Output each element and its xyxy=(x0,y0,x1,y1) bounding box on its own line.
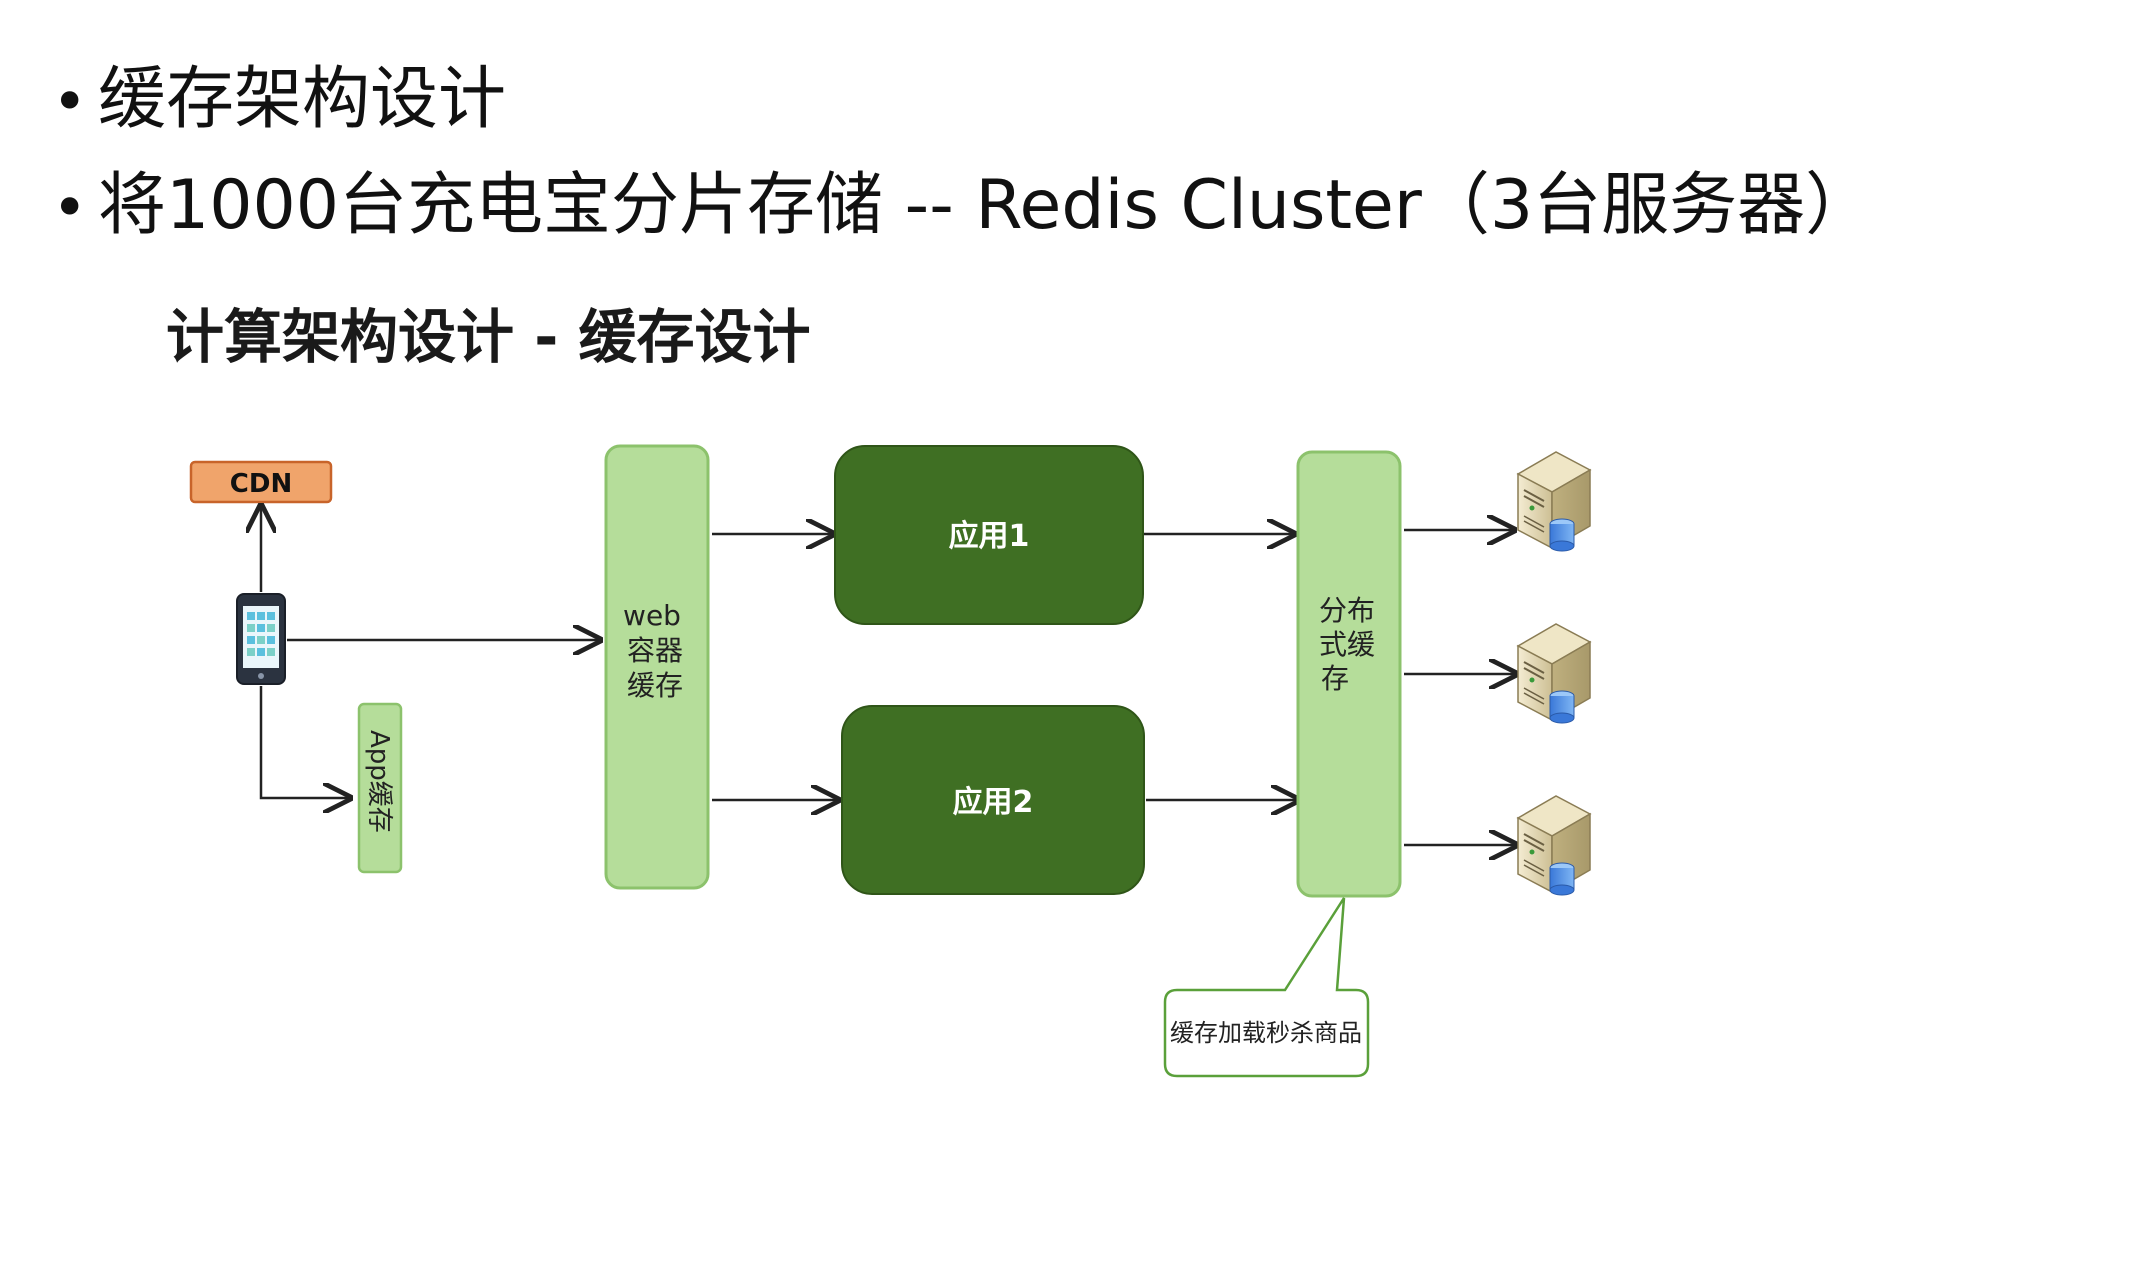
app-cache-label: App缓存 xyxy=(364,730,394,833)
diagram-title: 计算架构设计 - 缓存设计 xyxy=(166,303,811,371)
arrow-phone-to-app-cache xyxy=(259,686,350,798)
app2-node: 应用2 xyxy=(841,705,1145,895)
bullet-cache-architecture: •缓存架构设计 xyxy=(52,66,506,134)
database-server-icon xyxy=(1516,623,1592,724)
app2-label: 应用2 xyxy=(953,785,1034,820)
bullet-dot: • xyxy=(52,173,88,243)
bullet-text: 缓存架构设计 xyxy=(98,60,507,139)
database-server-icon xyxy=(1516,795,1592,896)
bullet-text: 将1000台充电宝分片存储 -- Redis Cluster（3台服务器） xyxy=(98,166,1874,245)
callout-label: 缓存加载秒杀商品 xyxy=(1170,1019,1362,1047)
bullet-redis-cluster: •将1000台充电宝分片存储 -- Redis Cluster（3台服务器） xyxy=(52,172,1873,240)
dist-cache-label-line2: 式缓 xyxy=(1319,628,1375,661)
distributed-cache-node: 分布 式缓 存 xyxy=(1296,450,1402,898)
dist-cache-label-line3: 存 xyxy=(1321,662,1349,695)
app1-node: 应用1 xyxy=(834,445,1144,625)
web-container-cache-node: web 容器 缓存 xyxy=(604,444,710,890)
app-cache-node: App缓存 xyxy=(357,702,403,874)
cdn-node: CDN xyxy=(189,460,333,504)
app1-label: 应用1 xyxy=(949,519,1030,554)
mobile-phone-icon xyxy=(236,593,286,685)
callout-cache-load-flash-sale: 缓存加载秒杀商品 xyxy=(1163,897,1370,1078)
cdn-label: CDN xyxy=(230,469,292,499)
bullet-dot: • xyxy=(52,67,88,137)
web-cache-label-line1: web xyxy=(623,599,681,632)
database-server-icon xyxy=(1516,451,1592,552)
web-cache-label-line2: 容器 xyxy=(627,634,683,667)
dist-cache-label-line1: 分布 xyxy=(1319,594,1375,627)
web-cache-label-line3: 缓存 xyxy=(627,669,683,702)
